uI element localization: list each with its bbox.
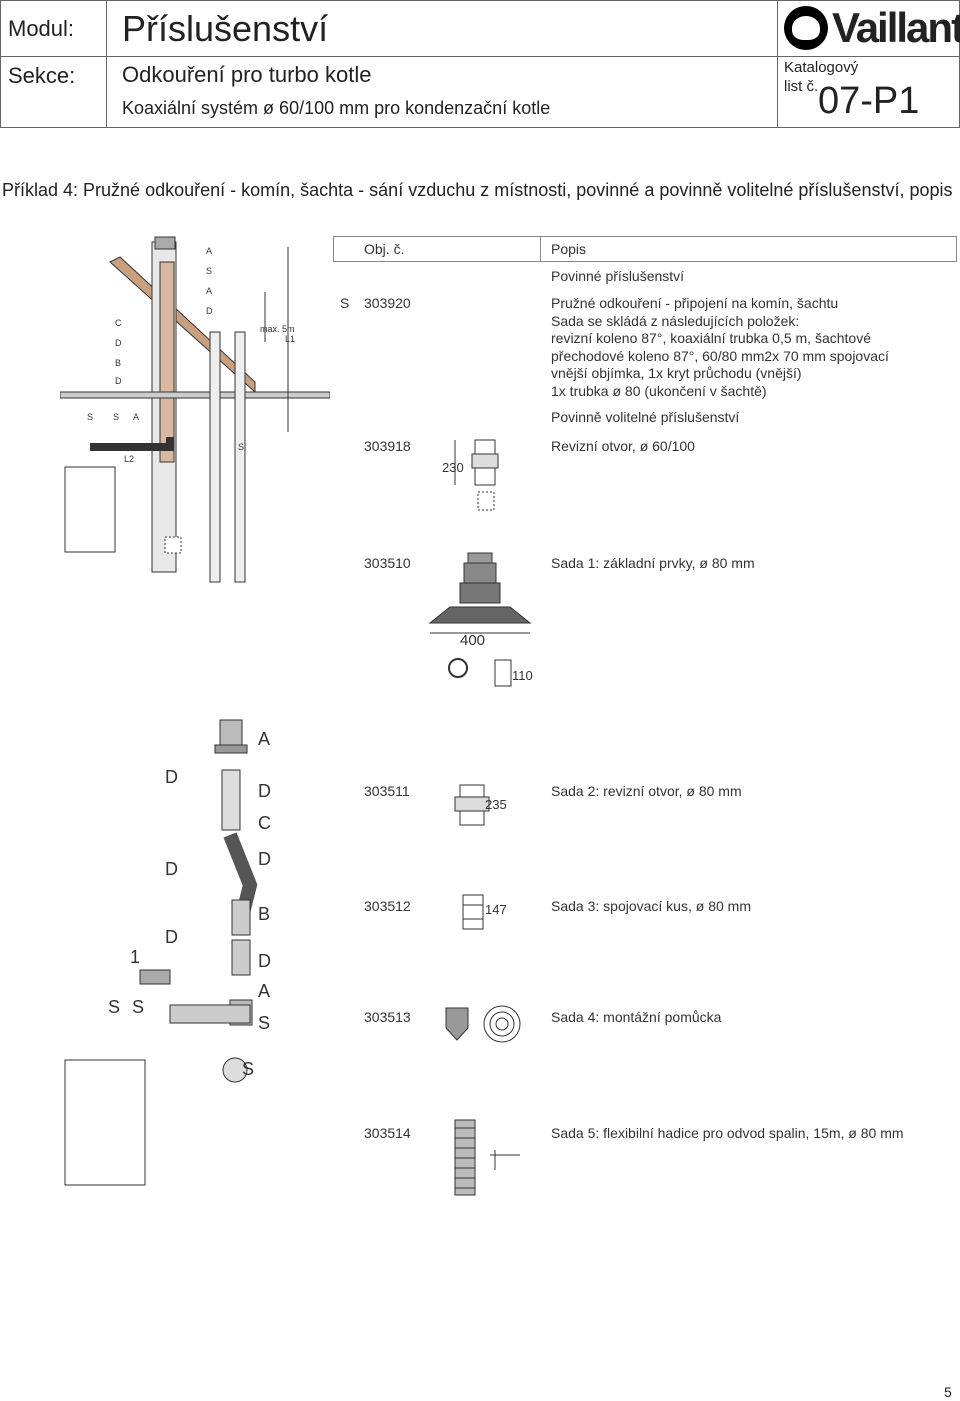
row-code: 303513 (364, 1009, 411, 1025)
modul-label: Modul: (8, 16, 75, 41)
exploded-label: C (258, 813, 271, 833)
exploded-label: S (108, 997, 120, 1017)
desc-line: 1x trubka ø 80 (ukončení v šachtě) (551, 382, 767, 399)
dim-label: 235 (485, 797, 507, 812)
row-code: 303512 (364, 898, 411, 914)
exploded-label: D (258, 849, 271, 869)
dim-label: 147 (485, 902, 507, 917)
row-code: 303918 (364, 438, 411, 454)
row-description: Sada 3: spojovací kus, ø 80 mm (551, 898, 751, 914)
row-description: Sada 1: základní prvky, ø 80 mm (551, 555, 755, 571)
desc-line: Sada se skládá z následujících položek: (551, 312, 800, 329)
diagram-label: C (115, 318, 122, 328)
exploded-label: S (132, 997, 144, 1017)
diagram-label: D (115, 376, 122, 386)
desc-line: revizní koleno 87°, koaxiální trubka 0,5… (551, 330, 871, 346)
col-header-popis: Popis (551, 241, 587, 257)
diagram-label: D (206, 306, 213, 316)
dim-label: 230 (442, 460, 464, 475)
modul-value: Příslušenství (122, 8, 329, 49)
diagram-label: B (115, 358, 121, 368)
diagram-label: S (238, 442, 244, 452)
row-code: 303511 (364, 783, 410, 799)
row-description: Sada 5: flexibilní hadice pro odvod spal… (551, 1125, 904, 1141)
katalog-label-1: Katalogový (784, 59, 859, 76)
exploded-label: A (258, 729, 270, 749)
rabbit-logo-icon (784, 6, 828, 50)
diagram-label: A (133, 412, 139, 422)
diagram-label: S (87, 412, 93, 422)
sheet-number: 07-P1 (818, 80, 920, 122)
katalog-label-2: list č. (784, 78, 819, 95)
diagram-label: S (113, 412, 119, 422)
l2-label: L2 (124, 454, 134, 464)
example-title: Příklad 4: Pružné odkouření - komín, šac… (2, 180, 953, 200)
revision-kit-sketch: 235 (454, 784, 507, 826)
exploded-label: S (258, 1013, 270, 1033)
connector-sketch: 147 (462, 894, 507, 930)
flexible-hose-sketch (454, 1119, 520, 1196)
exploded-label: B (258, 904, 270, 924)
row-code: 303514 (364, 1125, 411, 1141)
basic-kit-sketch: 400 110 (428, 552, 533, 687)
exploded-label: D (165, 859, 178, 879)
page-number: 5 (944, 1384, 952, 1400)
desc-line: přechodové koleno 87°, 60/80 mm2x 70 mm … (551, 347, 889, 364)
logo-word: Vaillant (832, 4, 960, 51)
l1-label: L1 (285, 334, 295, 344)
col-header-obj: Obj. č. (364, 241, 405, 257)
exploded-label: 1 (130, 947, 140, 967)
row-description: Sada 2: revizní otvor, ø 80 mm (551, 783, 742, 799)
exploded-label: D (258, 951, 271, 971)
exploded-label: D (165, 767, 178, 787)
section-optional: Povinně volitelné příslušenství (551, 409, 740, 425)
diagram-label: D (115, 338, 122, 348)
installation-diagram: A S A D C D B D S S A S max. 5m L1 L2 (60, 236, 330, 583)
row-description: Sada 4: montážní pomůcka (551, 1009, 722, 1025)
exploded-label: A (258, 981, 270, 1001)
vaillant-logo: Vaillant (784, 4, 960, 51)
desc-line: vnější objímka, 1x kryt průchodu (vnější… (551, 365, 802, 381)
row-mark: S (340, 295, 350, 311)
dim-label: 110 (512, 668, 533, 683)
exploded-label: S (242, 1059, 254, 1079)
diagram-label: S (206, 266, 212, 276)
diagram-label: A (206, 286, 212, 296)
max-length-label: max. 5m (260, 324, 295, 334)
mounting-tool-sketch (445, 1005, 521, 1043)
section-subtitle: Koaxiální systém ø 60/100 mm pro kondenz… (122, 98, 551, 118)
dim-label: 400 (460, 632, 485, 649)
sekce-label: Sekce: (8, 63, 76, 88)
section-mandatory: Povinné příslušenství (551, 268, 685, 284)
row-description: Revizní otvor, ø 60/100 (551, 438, 695, 454)
row-code: 303920 (364, 295, 411, 311)
exploded-view: A D D C D D B D 1 D A S S S S (64, 719, 271, 1186)
revision-opening-sketch: 230 (442, 439, 499, 511)
row-description: Pružné odkouření - připojení na komín, š… (551, 295, 951, 400)
row-code: 303510 (364, 555, 411, 571)
diagram-label: A (206, 246, 212, 256)
sekce-value: Odkouření pro turbo kotle (122, 62, 372, 87)
exploded-label: D (258, 781, 271, 801)
desc-line: Pružné odkouření - připojení na komín, š… (551, 295, 839, 311)
exploded-label: D (165, 927, 178, 947)
